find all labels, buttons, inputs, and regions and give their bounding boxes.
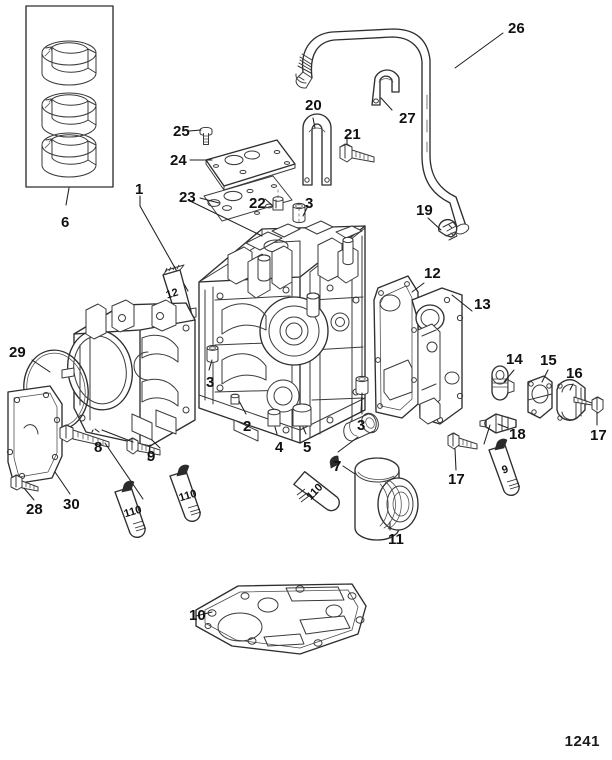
callout-17: 17 — [590, 427, 607, 444]
callout-5: 5 — [303, 439, 312, 456]
callout-4: 4 — [275, 439, 284, 456]
callout-11: 11 — [388, 531, 404, 548]
callout-25: 25 — [173, 123, 190, 140]
callout-29: 29 — [9, 344, 26, 361]
callout-26: 26 — [508, 20, 525, 37]
callout-18: 18 — [509, 426, 526, 443]
callout-3-right: 3 — [357, 417, 366, 434]
callout-27: 27 — [399, 110, 416, 127]
callout-22: 22 — [249, 195, 266, 212]
callout-3: 3 — [305, 195, 314, 212]
callout-21: 21 — [344, 126, 361, 143]
callout-20: 20 — [305, 97, 322, 114]
callout-13: 13 — [474, 296, 491, 313]
callout-7: 7 — [333, 458, 342, 475]
callout-10: 10 — [189, 607, 206, 624]
callout-12: 12 — [424, 265, 441, 282]
callout-3-left: 3 — [206, 374, 215, 391]
callout-6: 6 — [61, 214, 70, 231]
callout-15: 15 — [540, 352, 557, 369]
callout-1: 1 — [135, 181, 144, 198]
drawing-number: 1241 — [564, 733, 600, 750]
callout-30: 30 — [63, 496, 80, 513]
callout-2: 2 — [243, 418, 252, 435]
callout-28: 28 — [26, 501, 43, 518]
callout-16: 16 — [566, 365, 583, 382]
callout-14: 14 — [506, 351, 523, 368]
callout-23: 23 — [179, 189, 196, 206]
callout-9: 9 — [147, 448, 156, 465]
callout-8: 8 — [94, 439, 103, 456]
callout-24: 24 — [170, 152, 187, 169]
callout-19: 19 — [416, 202, 433, 219]
callout-17-lower: 17 — [448, 471, 465, 488]
